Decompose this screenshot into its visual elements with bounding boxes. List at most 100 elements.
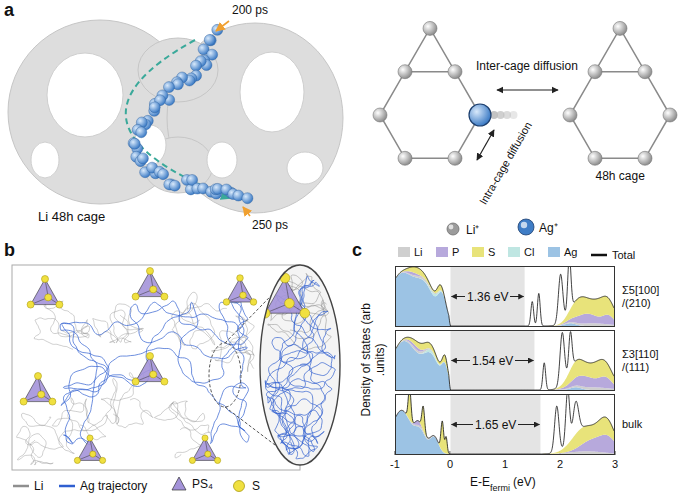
diffusion-trail bbox=[510, 111, 518, 119]
s-atom bbox=[45, 294, 52, 301]
figure-label: Li 48h cage bbox=[38, 210, 105, 225]
s-atom bbox=[56, 301, 63, 308]
s-atom bbox=[189, 457, 195, 463]
legend-symbol bbox=[590, 246, 608, 264]
s-atom bbox=[161, 378, 168, 385]
zoom-content bbox=[260, 273, 335, 459]
li-ion bbox=[423, 21, 437, 35]
gap-band bbox=[451, 395, 541, 454]
ag-sphere bbox=[149, 102, 160, 113]
ag-sphere bbox=[136, 127, 147, 138]
gap-band bbox=[451, 331, 535, 390]
li-ion bbox=[563, 108, 577, 122]
panel-letter: c bbox=[352, 240, 362, 261]
tetra-face bbox=[227, 278, 254, 302]
legend-text: P bbox=[452, 246, 459, 258]
ps4-tetrahedron bbox=[74, 435, 105, 464]
li-trajectory bbox=[17, 413, 64, 464]
sphere-highlight bbox=[521, 222, 527, 228]
panel-title: Σ5[100] /(210) bbox=[622, 284, 686, 310]
s-atom bbox=[132, 293, 139, 300]
legend-text: Cl bbox=[524, 246, 534, 258]
legend-item: Cl bbox=[508, 246, 534, 258]
legend-swatch bbox=[548, 247, 560, 257]
total-dos-line bbox=[396, 395, 614, 454]
panel-title: Σ3[110] /(111) bbox=[622, 348, 686, 374]
line-symbol bbox=[591, 254, 607, 257]
hexagon-cage bbox=[380, 72, 480, 159]
total-dos-line bbox=[396, 267, 614, 326]
tetra-face bbox=[77, 438, 102, 460]
figure-label: Density of states (arb .units) bbox=[360, 295, 388, 425]
gap-band bbox=[451, 267, 525, 326]
s-atom bbox=[100, 457, 106, 463]
legend-swatch bbox=[436, 247, 448, 257]
legend-text: Li bbox=[414, 246, 423, 258]
panel-letter: b bbox=[4, 240, 15, 261]
ps4-tetrahedron bbox=[132, 267, 168, 300]
legend-text: Ag trajectory bbox=[80, 479, 147, 493]
legend-item: P bbox=[436, 246, 459, 258]
band-gap-label: 1.54 eV bbox=[470, 354, 515, 368]
li-ion bbox=[613, 21, 627, 35]
legend-text: S bbox=[252, 479, 260, 493]
ag-trajectory bbox=[128, 24, 253, 203]
simulation-box bbox=[12, 265, 300, 470]
s-atom bbox=[300, 308, 310, 318]
legend-symbol bbox=[230, 477, 248, 495]
hexagon-cage bbox=[570, 72, 670, 159]
double-arrow bbox=[497, 89, 558, 90]
legend-item: Ag trajectory bbox=[58, 477, 147, 495]
cage-illustration bbox=[8, 20, 343, 216]
legend-symbol bbox=[170, 475, 188, 493]
cage-opening bbox=[31, 142, 59, 178]
li-ion bbox=[588, 151, 602, 165]
li-ion bbox=[638, 151, 652, 165]
ps4-tetrahedron bbox=[20, 372, 56, 405]
s-atom bbox=[146, 352, 153, 359]
figure-label: 48h cage bbox=[596, 170, 645, 184]
li-ion bbox=[398, 65, 412, 79]
dos-area bbox=[396, 337, 614, 390]
figure-label: 250 ps bbox=[252, 219, 288, 233]
zoom-border bbox=[260, 265, 340, 465]
legend-text: S bbox=[488, 246, 495, 258]
li-ion bbox=[373, 108, 387, 122]
ps4-tetrahedron bbox=[223, 275, 257, 306]
s-atom bbox=[132, 378, 139, 385]
s-atom bbox=[205, 451, 211, 457]
ps4-tetrahedron bbox=[27, 275, 63, 308]
cage-opening bbox=[240, 52, 304, 132]
ag-sphere bbox=[242, 193, 253, 204]
s-atom bbox=[223, 299, 230, 306]
li-trajectory bbox=[52, 398, 107, 454]
tetra-face bbox=[192, 438, 217, 460]
li-trajectory bbox=[211, 316, 254, 372]
legend-text: Li⁺ bbox=[466, 221, 479, 238]
s-atom bbox=[150, 371, 157, 378]
li-ion bbox=[448, 151, 462, 165]
s-atom bbox=[74, 457, 80, 463]
line-symbol bbox=[13, 485, 29, 488]
ag-sphere bbox=[129, 138, 140, 149]
s-atom bbox=[146, 267, 153, 274]
s-atom bbox=[87, 435, 93, 441]
legend-swatch bbox=[398, 247, 410, 257]
s-atom bbox=[38, 391, 45, 398]
ag-ion bbox=[469, 104, 491, 126]
migration-arrow bbox=[126, 40, 232, 198]
li-ion bbox=[638, 65, 652, 79]
ps4-tetrahedron bbox=[260, 273, 309, 318]
s-atom bbox=[250, 299, 257, 306]
panel-title: bulk bbox=[622, 418, 686, 431]
s-atom bbox=[285, 298, 295, 308]
legend-text: Ag⁺ bbox=[539, 219, 558, 236]
figure-label: Intra-cage diffusion bbox=[476, 119, 534, 206]
trajectory-illustration bbox=[12, 265, 340, 470]
dos-panel: 1.65 eVbulk bbox=[395, 394, 615, 455]
ag-sphere bbox=[169, 180, 180, 191]
leader-line bbox=[216, 21, 229, 31]
figure-label: Inter-cage diffusion bbox=[476, 60, 578, 74]
figure-label: 3 bbox=[612, 458, 618, 471]
tetra-face bbox=[31, 279, 60, 305]
